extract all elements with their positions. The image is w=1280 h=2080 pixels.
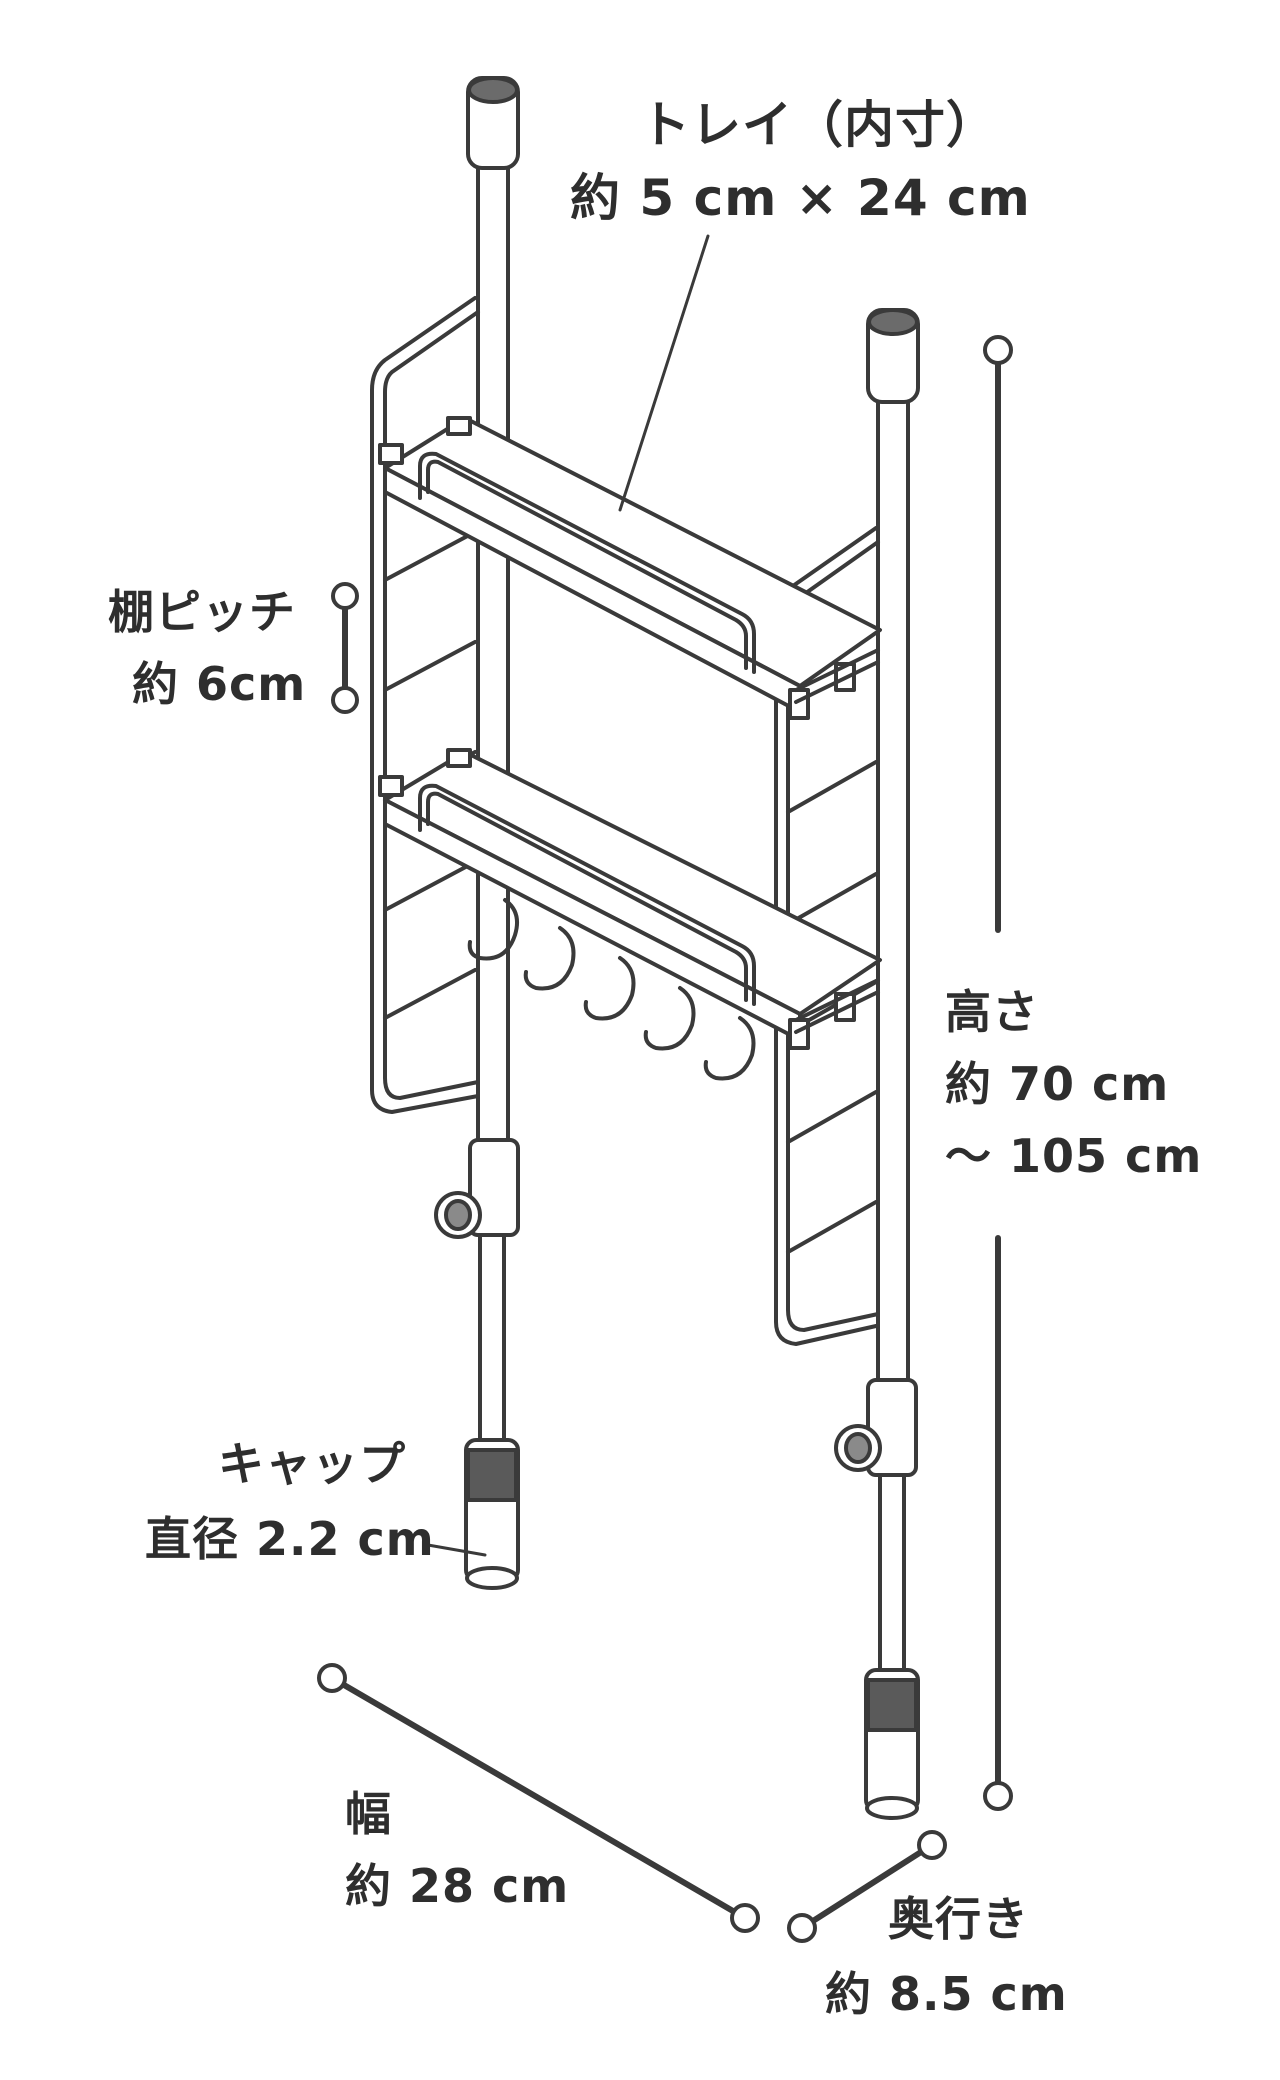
depth-size: 約 8.5 cm — [825, 1967, 1068, 2021]
cap-leader-line — [426, 1543, 487, 1557]
depth-dimension-line — [799, 1842, 935, 1931]
right-pole — [834, 308, 920, 1820]
height-min: 約 70 cm — [945, 1057, 1169, 1111]
height-max: ～ 105 cm — [945, 1129, 1202, 1183]
cap-size: 直径 2.2 cm — [145, 1512, 435, 1566]
width-title: 幅 — [345, 1787, 392, 1841]
width-dimension-line — [329, 1675, 748, 1921]
tray-title: トレイ（内寸） — [640, 96, 997, 154]
left-pole — [434, 76, 520, 1590]
width-size: 約 28 cm — [345, 1859, 569, 1913]
pitch-title: 棚ピッチ — [108, 585, 296, 639]
pitch-size: 約 6cm — [132, 657, 306, 711]
upper-tray — [378, 416, 882, 720]
labels: トレイ（内寸） 約 5 cm × 24 cm 棚ピッチ 約 6cm 高さ 約 7… — [108, 96, 1202, 2021]
lower-tray — [378, 748, 882, 1050]
height-title: 高さ — [945, 985, 1039, 1039]
tray-leader-line — [618, 234, 710, 512]
dimension-lines — [317, 234, 1013, 1943]
tray-size: 約 5 cm × 24 cm — [570, 169, 1031, 227]
cap-title: キャップ — [218, 1437, 406, 1491]
depth-title: 奥行き — [888, 1892, 1029, 1946]
rack-illustration — [370, 76, 920, 1820]
hooks — [467, 898, 756, 1081]
